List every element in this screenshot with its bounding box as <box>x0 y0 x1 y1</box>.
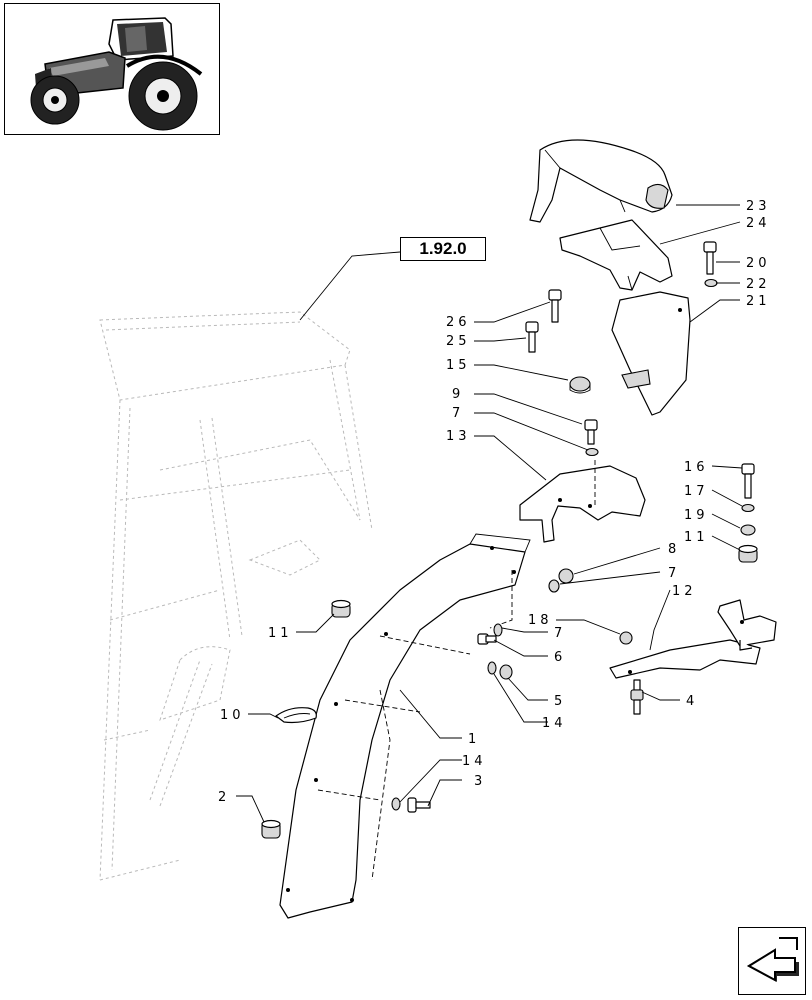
part-7-washer-mid <box>493 623 503 637</box>
callout-24: 24 <box>746 216 771 231</box>
callout-22: 22 <box>746 277 771 292</box>
part-10-cable-tie <box>275 707 317 724</box>
tractor-icon <box>30 17 203 131</box>
callout-3: 3 <box>474 774 486 789</box>
callout-6: 6 <box>554 650 566 665</box>
part-9-bolt <box>584 419 598 445</box>
callout-4: 4 <box>686 694 698 709</box>
callout-8: 8 <box>668 542 680 557</box>
part-7-washer-lower <box>548 579 560 593</box>
next-page-arrow-icon <box>746 937 799 982</box>
part-23-upper-cover <box>529 139 673 223</box>
part-7-washer-top <box>585 447 599 457</box>
next-page-button[interactable] <box>738 927 806 995</box>
callout-13: 13 <box>446 429 471 444</box>
callout-7-top: 7 <box>452 406 464 421</box>
callout-14-lower: 14 <box>462 754 487 769</box>
callout-11-right: 11 <box>684 530 709 545</box>
part-15-cap <box>569 376 591 394</box>
callout-20: 20 <box>746 256 771 271</box>
part-3-screw <box>407 797 431 813</box>
part-25-screw <box>525 321 539 353</box>
part-6-bolt <box>477 633 497 645</box>
callout-9: 9 <box>452 387 464 402</box>
callout-26: 26 <box>446 315 471 330</box>
callout-5: 5 <box>554 694 566 709</box>
part-26-screw <box>548 289 562 323</box>
part-11-spacer-left <box>331 599 351 618</box>
callout-25: 25 <box>446 334 471 349</box>
callout-12: 12 <box>672 584 697 599</box>
part-13-bracket <box>519 460 646 543</box>
callout-11-left: 11 <box>268 626 293 641</box>
cab-frame-outline <box>99 311 373 881</box>
callout-19: 19 <box>684 508 709 523</box>
callout-18: 18 <box>528 613 553 628</box>
part-24-bracket <box>559 219 673 291</box>
part-11-spacer-right <box>738 544 758 563</box>
callout-2: 2 <box>218 790 230 805</box>
tractor-thumbnail <box>4 3 220 135</box>
part-19-washer <box>740 524 756 536</box>
part-20-bolt <box>703 241 717 275</box>
callout-15: 15 <box>446 358 471 373</box>
section-reference-link[interactable]: 1.92.0 <box>400 237 486 261</box>
leader-lines <box>236 204 743 823</box>
part-8-nut <box>558 568 574 584</box>
part-14-washer-lower <box>391 797 401 811</box>
part-18-nut <box>619 631 633 645</box>
part-5-nut <box>499 664 513 680</box>
callout-7-mid: 7 <box>554 626 566 641</box>
callout-7-right: 7 <box>668 566 680 581</box>
callout-14-mid: 14 <box>542 716 567 731</box>
callout-16: 16 <box>684 460 709 475</box>
callout-23: 23 <box>746 199 771 214</box>
callout-17: 17 <box>684 484 709 499</box>
part-17-washer <box>741 503 755 513</box>
part-12-support-bracket <box>609 599 777 679</box>
part-22-washer <box>704 278 718 288</box>
callout-21: 21 <box>746 294 771 309</box>
part-4-stud <box>630 679 644 715</box>
part-14-washer-mid <box>487 661 497 675</box>
callout-1: 1 <box>468 732 480 747</box>
part-1-mudguard <box>279 533 531 919</box>
callout-10: 10 <box>220 708 245 723</box>
part-2-grommet <box>261 819 281 839</box>
part-21-lower-cover <box>611 291 691 416</box>
part-16-bolt <box>741 463 755 499</box>
